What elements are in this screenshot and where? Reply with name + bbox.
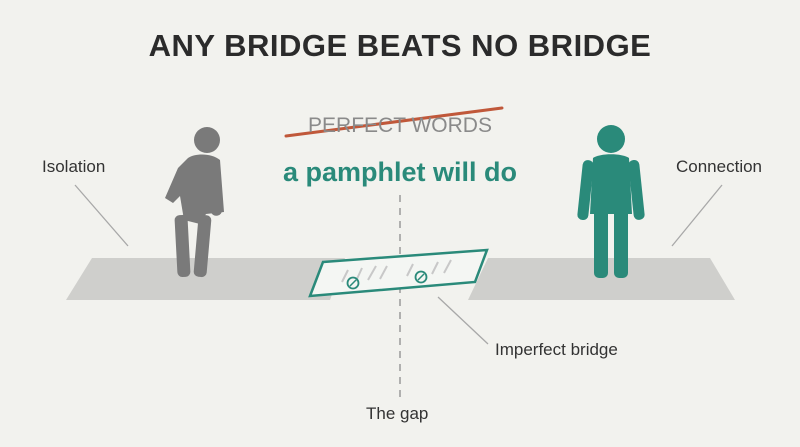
right-ground (468, 258, 735, 300)
connected-person-icon (577, 125, 645, 278)
bridge-label: Imperfect bridge (495, 340, 618, 359)
isolation-leader (74, 184, 129, 247)
isolated-person-icon (165, 127, 224, 278)
page-title: ANY BRIDGE BEATS NO BRIDGE (148, 28, 652, 63)
bridge-leader (437, 296, 489, 345)
strikethrough-line (284, 106, 504, 138)
gap-label: The gap (366, 404, 429, 423)
isolation-label: Isolation (42, 157, 106, 176)
pamphlet-bridge (308, 248, 489, 298)
connection-leader (671, 184, 723, 247)
tagline: a pamphlet will do (282, 157, 518, 187)
connection-label: Connection (676, 157, 763, 176)
left-ground (66, 258, 345, 300)
struck-text: PERFECT WORDS (308, 114, 492, 137)
